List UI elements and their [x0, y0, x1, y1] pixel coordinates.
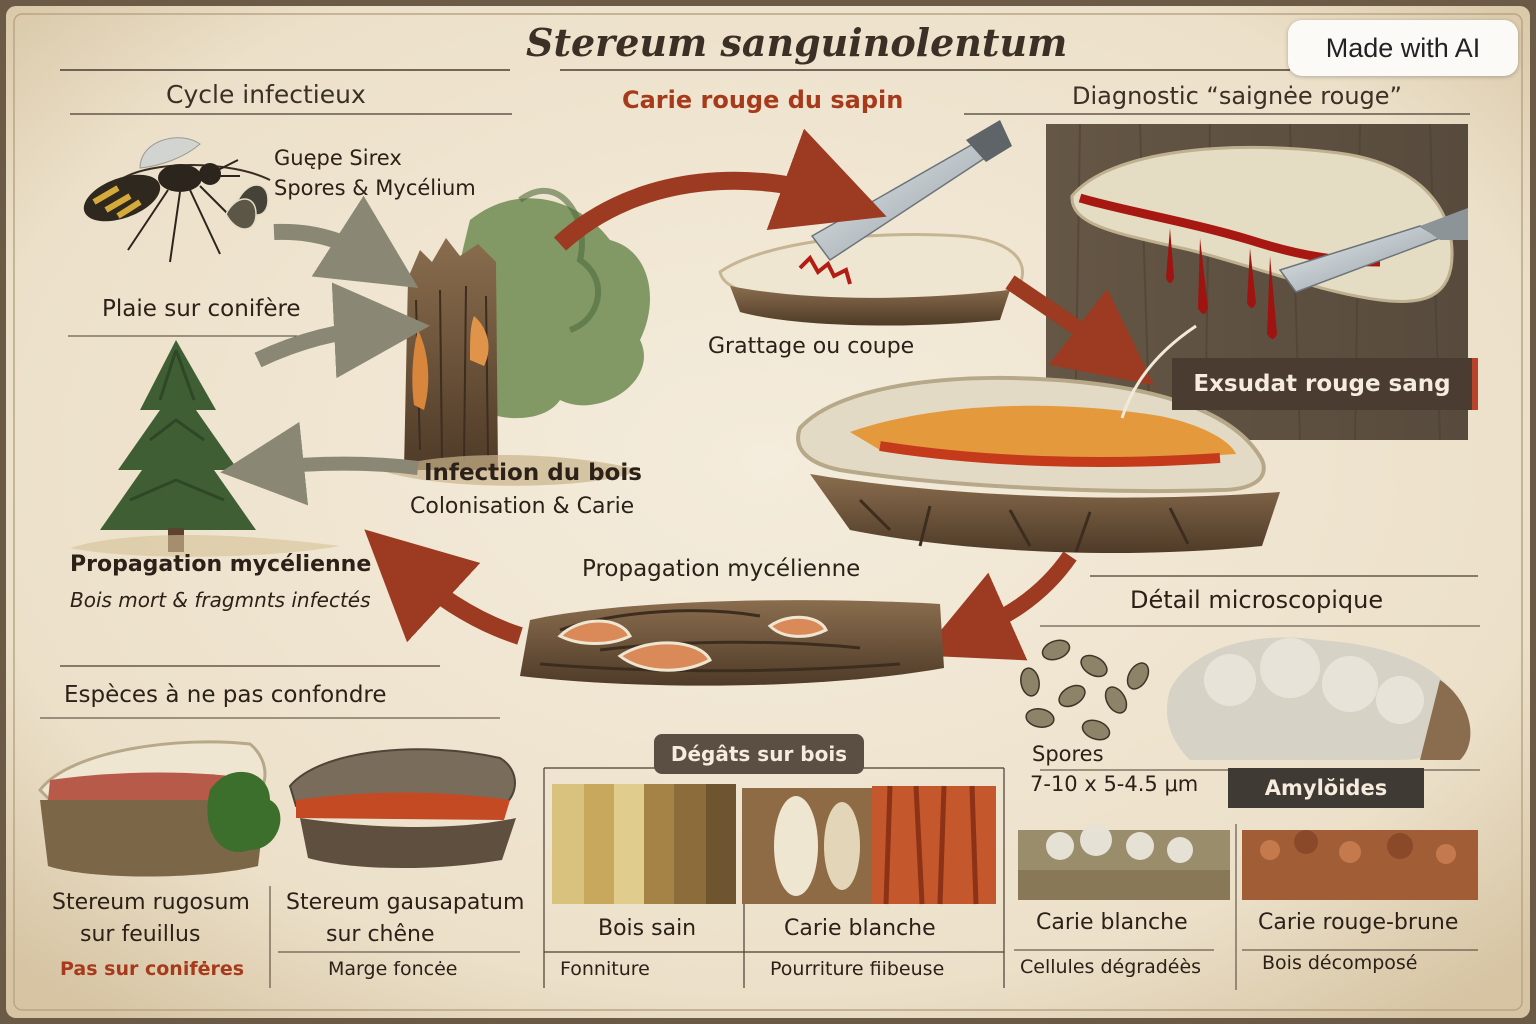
infection-subtitle: Colonisation & Carie	[410, 494, 635, 519]
micro-brown-rot-label: Carie rouge-brune	[1258, 910, 1459, 935]
sirex-wasp-illustration	[83, 137, 271, 263]
infected-log-illustration	[520, 600, 944, 686]
spores-label: Spores	[1032, 742, 1104, 766]
spread-title: Propagation mycélienne	[70, 552, 372, 577]
healthy-conifer-illustration	[70, 340, 340, 557]
arrow-to-scrape	[553, 128, 887, 251]
scrape-label: Grattage ou coupe	[708, 334, 915, 359]
amyloid-tag: Amylŏides	[1228, 768, 1424, 808]
scraped-crust-illustration	[718, 120, 1024, 326]
red-rot-swatch	[872, 785, 996, 905]
sound-wood-label: Bois sain	[598, 916, 697, 941]
arrow-infection-to-conifer	[220, 421, 419, 506]
amyloid-label: Amylŏides	[1264, 776, 1388, 800]
section-heading-cycle: Cycle infectieux	[166, 80, 366, 109]
arrow-to-log	[920, 551, 1077, 661]
exudate-label: Exsudat rouge sang	[1193, 371, 1451, 397]
main-title: Stereum sanguinolentum	[526, 20, 1068, 65]
species2-line1: Stereum gausapatum	[286, 890, 525, 915]
sound-wood-swatch	[552, 784, 736, 904]
sound-wood-sub: Fonniture	[560, 958, 650, 980]
wound-label: Plaie sur conifère	[102, 296, 301, 322]
white-rot-label: Carie blanche	[784, 916, 936, 941]
species2-note: Marge foncėe	[328, 958, 458, 980]
arrow-wasp-to-tree	[273, 195, 419, 288]
damage-heading: Dégâts sur bois	[670, 742, 848, 766]
wasp-label-line2: Spores & Mycélium	[274, 176, 476, 200]
species2-line2: sur chêne	[326, 922, 435, 947]
white-rot-thumbnail	[1018, 824, 1230, 900]
white-rot-swatch	[742, 788, 872, 904]
white-rot-sub: Pourriture fiibeuse	[770, 958, 945, 980]
micro-brown-rot-sub: Bois décomposé	[1262, 952, 1418, 974]
spores-size: 7-10 x 5-4.5 μm	[1030, 772, 1199, 796]
arrow-to-exudate	[1005, 275, 1155, 386]
arrow-to-spread	[364, 529, 523, 645]
hyphae-illustration	[1166, 637, 1471, 760]
made-with-ai-badge: Made with AI	[1288, 20, 1518, 76]
subtitle: Carie rouge du sapin	[622, 86, 904, 114]
exudate-tag: Exsudat rouge sang	[1172, 358, 1478, 410]
stereum-gausapatum-illustration	[288, 748, 516, 869]
arrow-wound-to-tree	[254, 282, 430, 379]
species1-line2: sur feuillus	[80, 922, 201, 947]
wasp-label-line1: Guępe Sirex	[274, 146, 402, 170]
stereum-rugosum-illustration	[38, 740, 281, 877]
spread-subtitle: Bois mort & fragmnts infectés	[70, 588, 371, 612]
micro-white-rot-label: Carie blanche	[1036, 910, 1188, 935]
log-label: Propagation mycélienne	[582, 556, 861, 582]
section-heading-diagnostic: Diagnostic “saignėe rouge”	[1072, 82, 1402, 110]
brown-rot-thumbnail	[1242, 830, 1478, 900]
infection-title: Infection du bois	[424, 460, 642, 486]
spores-illustration	[1020, 639, 1150, 741]
damage-heading-tag: Dégâts sur bois	[654, 734, 864, 774]
section-heading-confuse: Espèces à ne pas confondre	[64, 682, 387, 708]
section-heading-micro: Détail microscopique	[1130, 586, 1384, 614]
large-crust-illustration	[796, 375, 1280, 553]
arrow-exudate-pointer	[1120, 324, 1197, 419]
species1-note: Pas sur conifėres	[60, 958, 245, 980]
micro-white-rot-sub: Cellules dégradéès	[1020, 956, 1202, 978]
species1-line1: Stereum rugosum	[52, 890, 250, 915]
